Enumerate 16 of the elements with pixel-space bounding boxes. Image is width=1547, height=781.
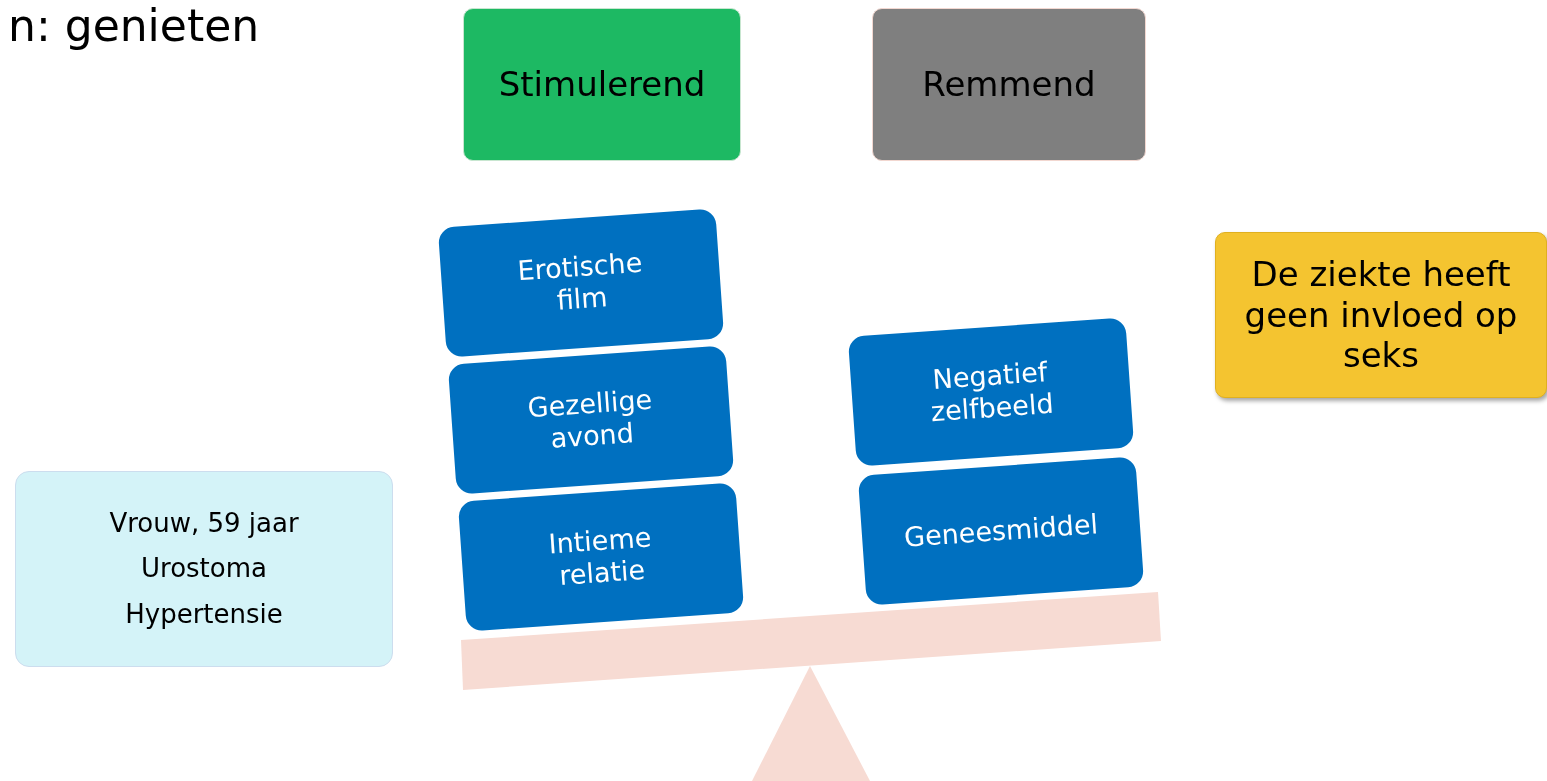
box-text: Negatief zelfbeeld	[928, 354, 1056, 430]
box-text: Erotische film	[515, 245, 645, 318]
statement-box	[1215, 232, 1547, 398]
box-text: Intieme relatie	[546, 520, 654, 593]
box-text: Stimulerend	[498, 64, 706, 105]
category-box	[872, 8, 1146, 161]
category-box	[463, 8, 741, 161]
box-text: De ziekte heeft geen invloed op seks	[1243, 253, 1519, 377]
box-text: Remmend	[922, 64, 1096, 105]
patient-card	[15, 471, 393, 667]
box-text: Geneesmiddel	[903, 508, 1099, 554]
slide-title: n: genieten	[8, 0, 260, 51]
patient-detail: Hypertensie	[125, 598, 283, 630]
patient-detail: Urostoma	[141, 553, 267, 585]
patient-detail: Vrouw, 59 jaar	[109, 508, 299, 540]
box-text: Gezellige avond	[525, 382, 655, 456]
